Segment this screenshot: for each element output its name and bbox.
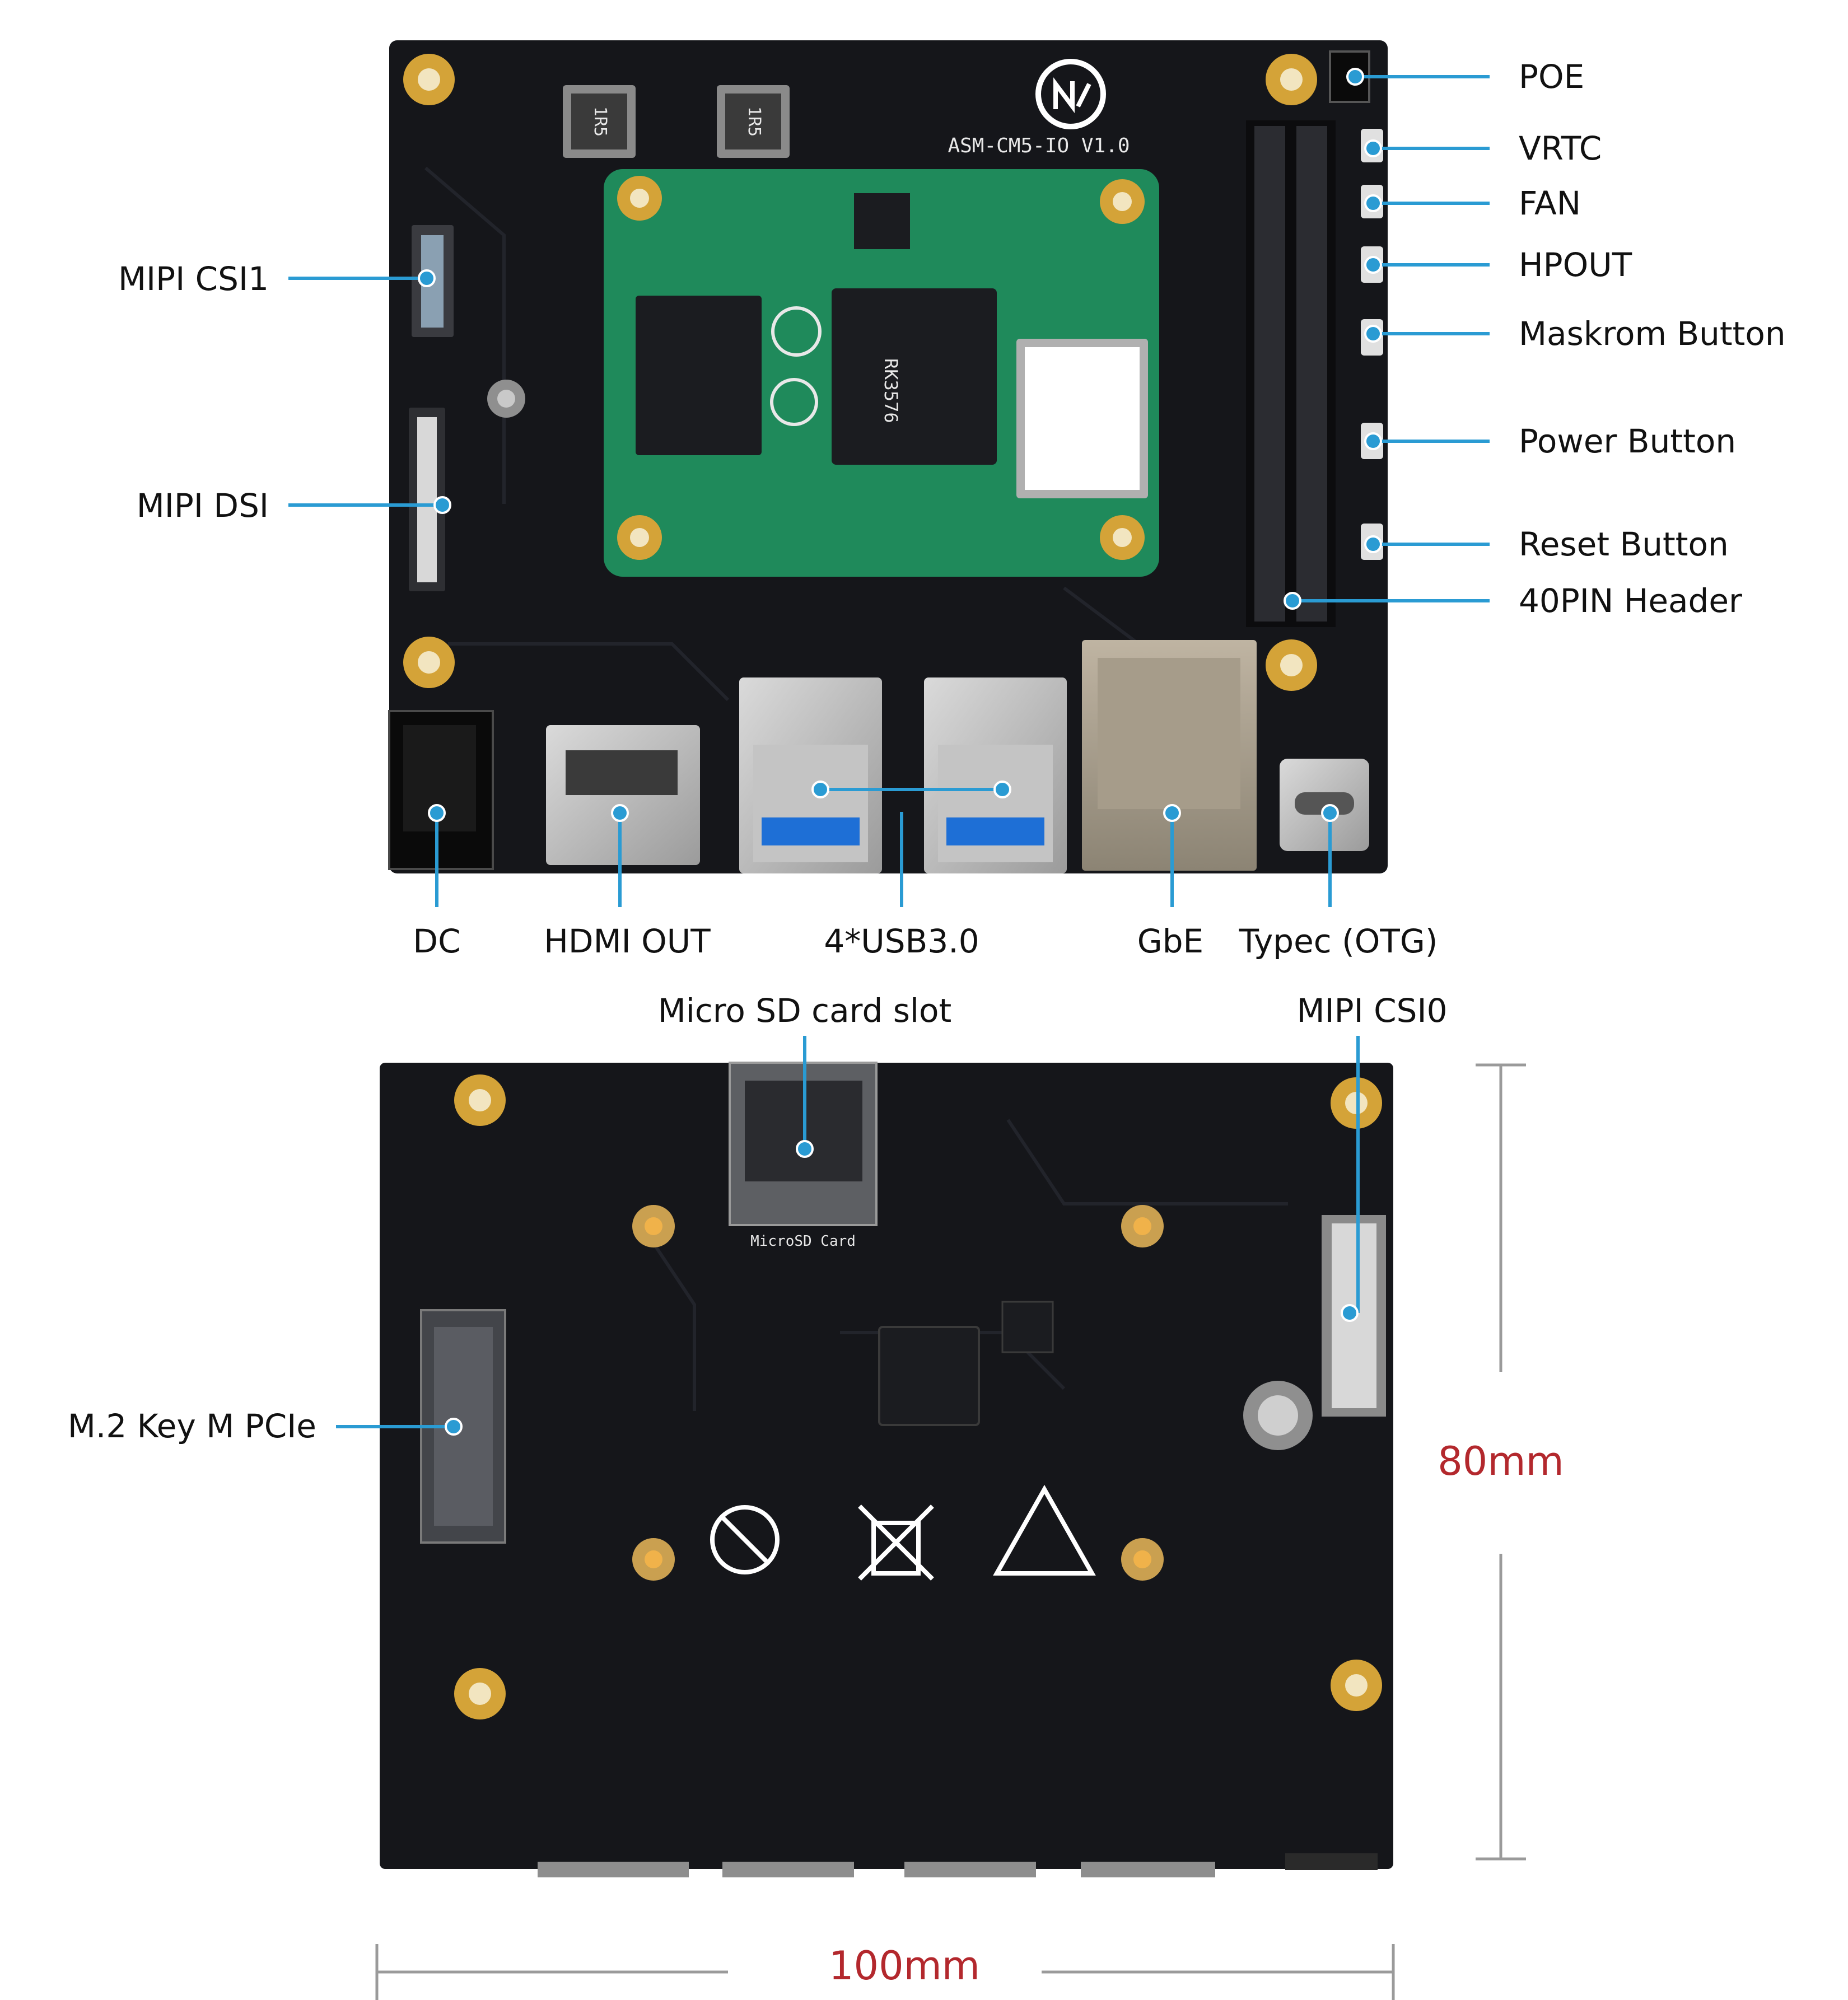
inductor-marking-1: 1R5 (590, 106, 610, 137)
bottom-chip (878, 1326, 980, 1426)
board-name-silkscreen: ASM-CM5-IO V1.0 (948, 134, 1130, 157)
soc-chip (832, 288, 997, 465)
inductors: 1R5 1R5 (563, 85, 790, 158)
top-board: 1R5 1R5 ASM-CM5-IO V1.0 RK3576 (388, 40, 1388, 873)
label-reset-button: Reset Button (1519, 525, 1729, 563)
dimension-lines (375, 1063, 1526, 2000)
compute-module: RK3576 (604, 169, 1159, 577)
top-mounting-holes (403, 54, 1317, 691)
board-logo (1035, 59, 1106, 129)
inductor-marking-2: 1R5 (744, 106, 764, 137)
label-poe: POE (1519, 58, 1585, 96)
bottom-pcb (380, 1063, 1393, 1869)
label-usb30: 4*USB3.0 (824, 922, 979, 960)
label-maskrom-button: Maskrom Button (1519, 315, 1786, 353)
label-gbe: GbE (1137, 922, 1204, 960)
bottom-callout-dots (445, 1140, 1359, 1436)
label-mipi-csi0: MIPI CSI0 (1296, 992, 1448, 1030)
label-mipi-dsi: MIPI DSI (136, 487, 269, 525)
label-fan: FAN (1519, 184, 1581, 222)
soc-marking: RK3576 (880, 358, 902, 423)
memory-chip (636, 296, 762, 455)
bottom-callouts (336, 1036, 1360, 1428)
label-power-button: Power Button (1519, 422, 1737, 460)
label-40pin-header: 40PIN Header (1519, 582, 1742, 620)
label-micro-sd-card-slot: Micro SD card slot (657, 992, 952, 1030)
label-vrtc: VRTC (1519, 129, 1602, 167)
label-hdmi-out: HDMI OUT (544, 922, 711, 960)
label-mipi-csi1: MIPI CSI1 (118, 260, 269, 298)
dimension-width-label: 100mm (829, 1943, 980, 1989)
dimension-height-label: 80mm (1438, 1438, 1564, 1484)
label-dc: DC (413, 922, 461, 960)
40pin-header (1246, 120, 1336, 627)
top-callouts (288, 75, 1490, 907)
label-typec-otg: Typec (OTG) (1239, 922, 1438, 960)
top-edge-ports (388, 640, 1369, 873)
bottom-mounting-holes (454, 1074, 1382, 1719)
compliance-symbols (710, 1484, 1096, 1581)
label-m2-key-m-pcie: M.2 Key M PCIe (67, 1407, 316, 1445)
microsd-silkscreen: MicroSD Card (750, 1233, 856, 1250)
bottom-board: MicroSD Card (380, 1062, 1393, 1877)
label-hpout: HPOUT (1519, 246, 1632, 284)
top-callout-dots (418, 68, 1382, 822)
